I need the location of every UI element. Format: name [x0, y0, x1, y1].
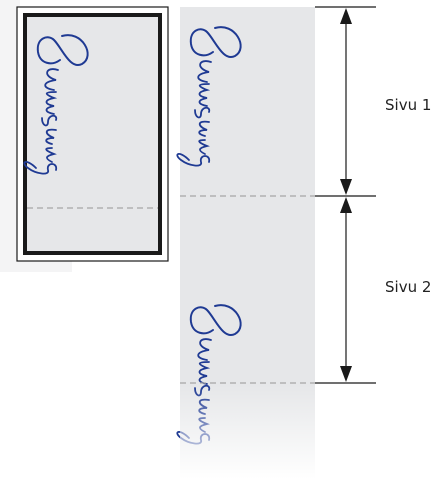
arrow-down-icon	[340, 366, 352, 382]
page-2-label: Sivu 2	[385, 278, 432, 296]
page-2-dimension	[315, 197, 376, 384]
arrow-up-icon	[340, 197, 352, 213]
arrow-down-icon	[340, 179, 352, 195]
sheet-shadow-left	[0, 0, 20, 270]
page-1-label: Sivu 1	[385, 96, 432, 114]
sheet-preview	[0, 0, 169, 272]
sheet-printable-area	[23, 13, 162, 255]
arrow-up-icon	[340, 8, 352, 24]
page-1-dimension	[315, 6, 376, 197]
paper-strip-fade	[180, 385, 315, 479]
paper-strip	[176, 7, 315, 479]
